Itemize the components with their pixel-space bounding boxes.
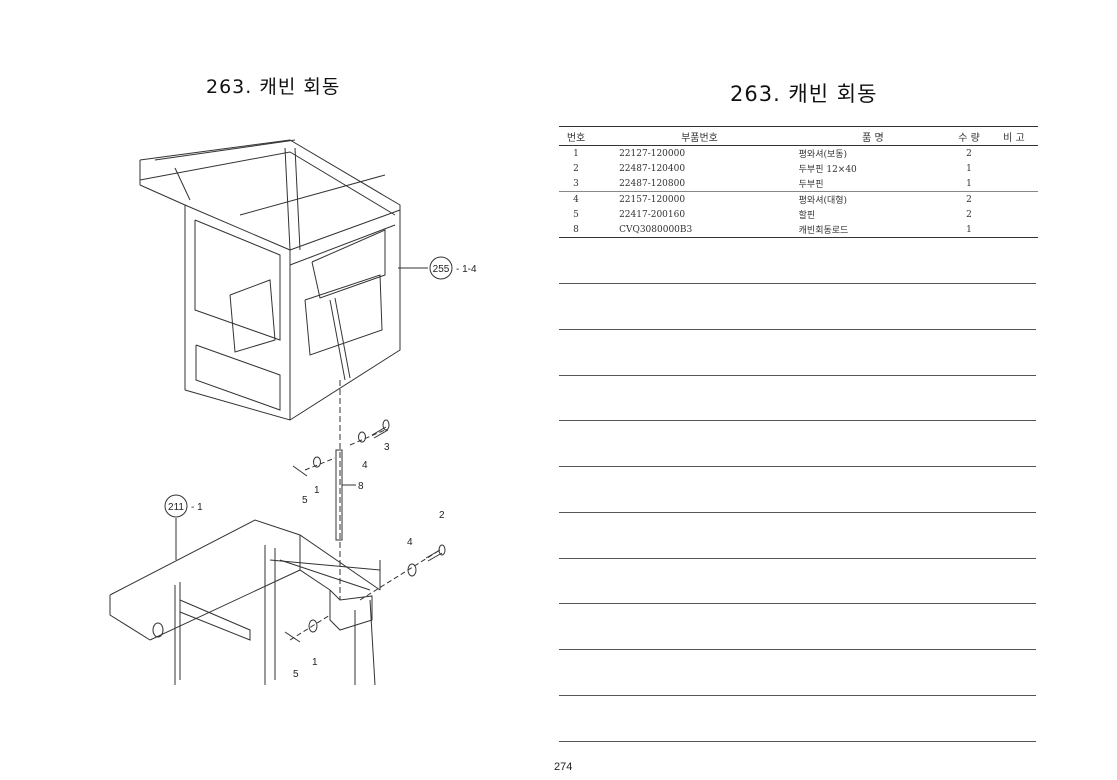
row-remark: [990, 176, 1038, 192]
table-row: 4 22157-120000 평와셔(대형) 2: [559, 191, 1038, 207]
row-qty: 1: [948, 222, 990, 238]
table-row: 1 22127-120000 평와셔(보동) 2: [559, 146, 1038, 162]
row-part-no: 22417-200160: [619, 209, 686, 220]
row-remark: [990, 207, 1038, 222]
header-part-no: 부품번호: [593, 126, 789, 146]
row-no: 4: [559, 191, 594, 207]
right-page-title: 263. 캐빈 회동: [730, 82, 878, 106]
parts-table: 번호 부품번호 품 명 수 량 비 고 1 22127-120000 평와셔(보…: [559, 126, 1038, 238]
row-no: 2: [573, 163, 579, 174]
table-row: 8 CVQ3080000B3 캐빈회동로드 1: [559, 222, 1038, 238]
base-frame: [109, 519, 381, 686]
row-name: 두부핀: [798, 180, 824, 190]
header-qty: 수 량: [948, 126, 990, 146]
blank-table-rule: [559, 741, 1036, 742]
exploded-parts-diagram: 255 - 1-4 211 - 1 3 4 1 5 8 2 4 1 5: [109, 139, 477, 686]
page-number: 274: [554, 761, 573, 773]
blank-table-rule: [559, 420, 1036, 421]
row-name: 캐빈회동로드: [788, 222, 949, 238]
callout-255: 255: [433, 264, 450, 275]
blank-table-rule: [559, 283, 1036, 284]
blank-table-rule: [559, 375, 1036, 376]
blank-table-rule: [559, 603, 1036, 604]
callout-5-upper: 5: [302, 495, 308, 506]
blank-table-rule: [559, 695, 1036, 696]
callout-3: 3: [384, 442, 390, 453]
flat-washer: [308, 619, 318, 633]
row-remark: [989, 222, 1038, 238]
row-part-no: 22127-120000: [619, 148, 686, 159]
row-qty: 1: [966, 163, 972, 174]
row-name: 평와셔(보동): [798, 150, 848, 160]
cabin-rotation-rod: [335, 449, 343, 541]
table-row: 5 22417-200160 할핀 2: [559, 207, 1038, 222]
row-name: 두부핀 12×40: [798, 165, 857, 175]
blank-table-rule: [559, 649, 1036, 650]
cabin-frame: [139, 139, 401, 421]
row-qty: 2: [966, 148, 972, 159]
head-pin-3: [371, 419, 390, 439]
cotter-pin: [284, 631, 301, 643]
row-remark: [989, 191, 1038, 207]
flat-washer-large: [358, 431, 366, 443]
row-remark: [990, 161, 1038, 176]
head-pin-2: [425, 544, 446, 562]
row-qty: 1: [966, 178, 972, 189]
flat-washer: [313, 456, 321, 468]
blank-table-rule: [559, 329, 1036, 330]
callout-4-lower: 4: [407, 537, 413, 548]
row-no: 5: [573, 209, 579, 220]
callout-4-upper: 4: [362, 460, 368, 471]
flat-washer-large: [407, 563, 417, 577]
row-no: 3: [573, 178, 579, 189]
callout-211-range: - 1: [191, 502, 203, 513]
blank-table-rule: [559, 466, 1036, 467]
row-part-no: 22487-120800: [619, 178, 686, 189]
row-name: 할핀: [798, 211, 816, 221]
left-page-title: 263. 캐빈 회동: [206, 76, 341, 98]
parts-table-header: 번호 부품번호 품 명 수 량 비 고: [559, 126, 1038, 146]
table-row: 2 22487-120400 두부핀 12×40 1: [559, 161, 1038, 176]
callout-1-upper: 1: [314, 485, 320, 496]
blank-table-rule: [559, 512, 1036, 513]
callout-8: 8: [358, 481, 364, 492]
row-part-no: CVQ3080000B3: [593, 222, 789, 238]
header-name: 품 명: [788, 126, 949, 146]
row-qty: 2: [948, 191, 990, 207]
row-part-no: 22487-120400: [619, 163, 686, 174]
callout-2: 2: [439, 510, 445, 521]
blank-table-rule: [559, 558, 1036, 559]
callout-1-lower: 1: [312, 657, 318, 668]
callout-5-lower: 5: [293, 669, 299, 680]
row-no: 8: [559, 222, 594, 238]
callout-211: 211: [168, 502, 184, 513]
header-remark: 비 고: [989, 126, 1038, 146]
header-no: 번호: [559, 126, 594, 146]
row-name: 평와셔(대형): [788, 191, 949, 207]
row-remark: [990, 146, 1038, 162]
row-part-no: 22157-120000: [593, 191, 789, 207]
row-no: 1: [573, 148, 579, 159]
row-qty: 2: [966, 209, 972, 220]
table-row: 3 22487-120800 두부핀 1: [559, 176, 1038, 192]
cotter-pin: [292, 465, 308, 477]
callout-255-range: - 1-4: [456, 264, 477, 275]
